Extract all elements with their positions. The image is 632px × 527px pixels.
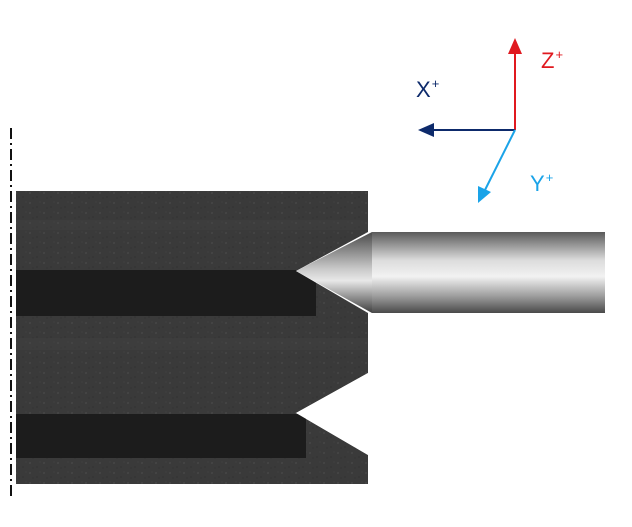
workpiece-band-lower (16, 414, 306, 458)
workpiece-band-upper (16, 270, 316, 316)
y-axis-label: Y+ (530, 170, 554, 196)
z-axis-arrow-icon (508, 38, 522, 54)
tool-tip (296, 232, 372, 313)
cutting-tool (296, 232, 605, 313)
coordinate-axes (418, 38, 522, 203)
workpiece-notch-lower (296, 373, 368, 455)
tool-shank (372, 232, 605, 313)
x-axis-arrow-icon (418, 123, 434, 137)
workpiece (16, 191, 368, 484)
y-axis-line (484, 129, 516, 191)
z-axis-label: Z+ (541, 47, 564, 73)
x-axis-label: X+ (416, 76, 440, 102)
y-axis-arrow-icon (478, 186, 491, 203)
